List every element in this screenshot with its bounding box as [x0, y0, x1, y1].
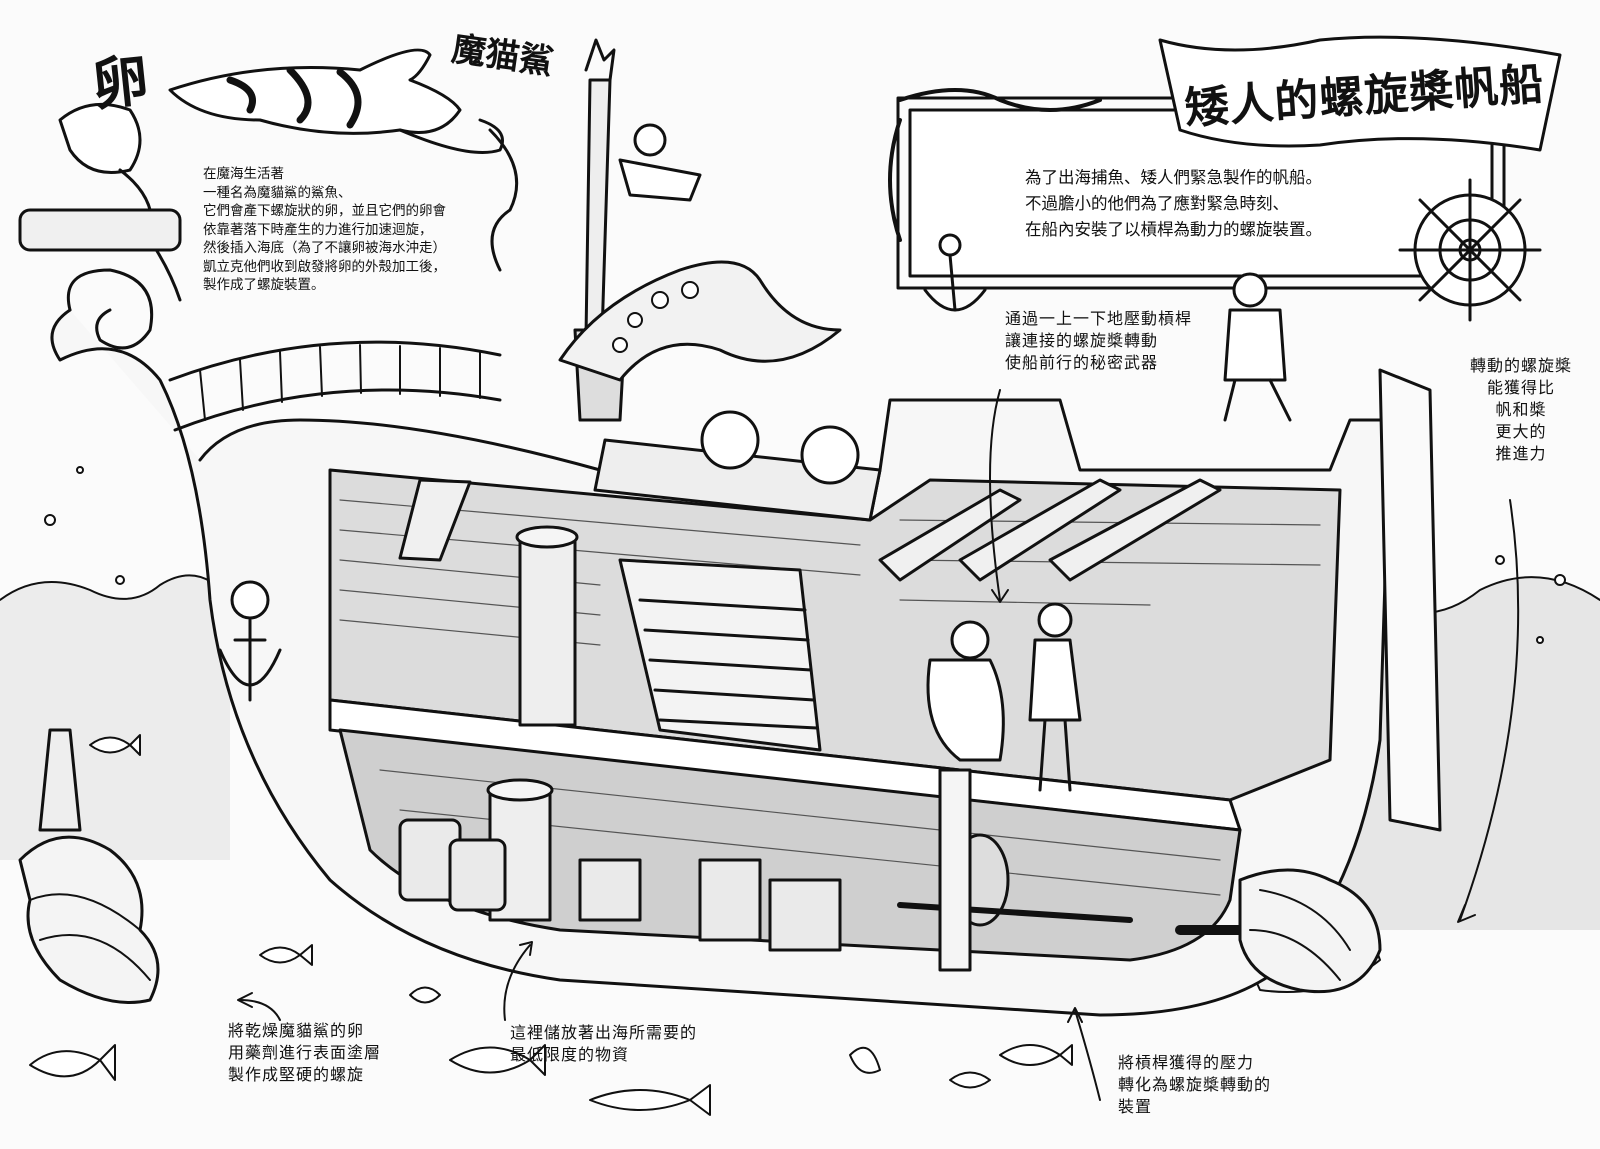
annotation-arrows — [237, 389, 1520, 1101]
flying-dwarf — [618, 123, 702, 202]
title-banner — [1158, 35, 1562, 152]
annotation-lever: 通過一上一下地壓動槓桿 讓連接的螺旋槳轉動 使船前行的秘密武器 — [1005, 309, 1193, 372]
egg-screw-left — [18, 728, 160, 1004]
annotation-gear: 將槓桿獲得的壓力 轉化為螺旋槳轉動的 裝置 — [1118, 1053, 1272, 1116]
egg-label: 卵 — [89, 47, 152, 119]
propeller-right — [1175, 868, 1382, 994]
frame-text: 為了出海捕魚、矮人們緊急製作的帆船。 不過膽小的他們為了應對緊急時刻、 在船內安… — [1025, 168, 1322, 239]
frame-anchor — [923, 233, 987, 312]
intro-text: 在魔海生活著 一種名為魔貓鯊的鯊魚、 它們會產下螺旋狀的卵，並且它們的卵會 依靠… — [203, 166, 446, 293]
egg-screw-top — [18, 102, 182, 302]
annotation-egg-screw: 將乾燥魔貓鯊的卵 用藥劑進行表面塗層 製作成堅硬的螺旋 — [228, 1021, 382, 1084]
tentacle — [558, 260, 842, 382]
dwarf-on-rudder — [1223, 272, 1292, 422]
anchor-emblem — [218, 580, 282, 702]
dwarf-figures — [926, 602, 1082, 792]
stairs — [618, 558, 822, 752]
shark-illustration — [168, 48, 519, 272]
ship-wheel — [1398, 178, 1542, 322]
fish-group — [29, 734, 1073, 1116]
gear-mechanism — [897, 768, 1133, 972]
annotation-storage: 這裡儲放著出海所需要的 最低限度的物資 — [510, 1023, 698, 1064]
annotation-propeller: 轉動的螺旋槳 能獲得比 帆和槳 更大的 推進力 — [1470, 356, 1573, 463]
rudder — [1378, 368, 1442, 832]
